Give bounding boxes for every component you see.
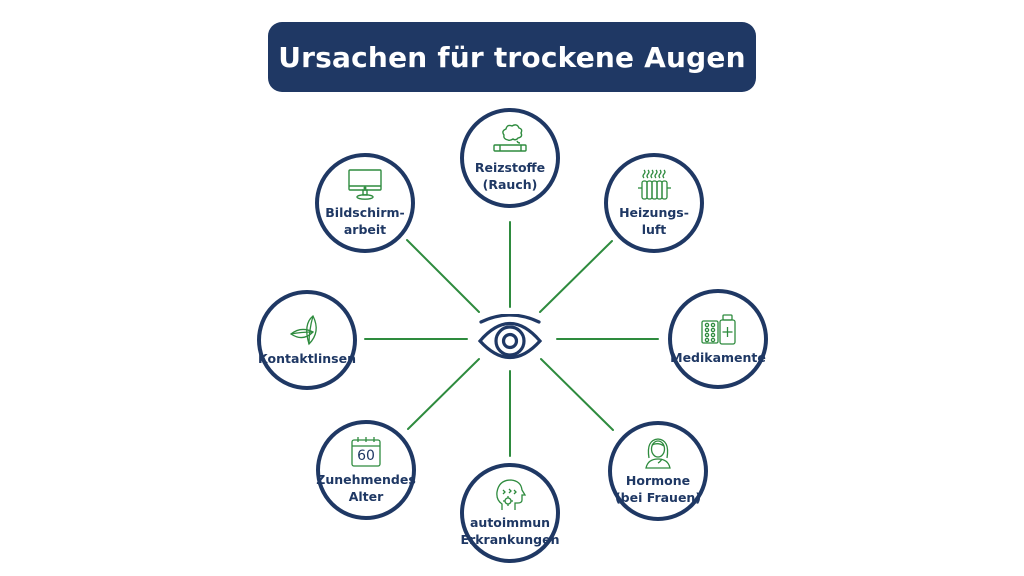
node-alter: 60 Zunehmendes Alter (316, 420, 416, 520)
node-label: Reizstoffe (Rauch) (474, 160, 546, 192)
node-reizstoffe: Reizstoffe (Rauch) (460, 108, 560, 208)
node-bildschirm: Bildschirm- arbeit (315, 153, 415, 253)
title-banner: Ursachen für trockene Augen (268, 22, 756, 92)
calendar-icon: 60 (346, 435, 386, 469)
monitor-icon (345, 168, 385, 202)
node-label: autoimmun Erkrankungen (460, 515, 560, 547)
woman-icon (638, 436, 678, 470)
node-label: Bildschirm- arbeit (325, 205, 405, 237)
page-title: Ursachen für trockene Augen (278, 40, 746, 74)
connector-top-left (406, 239, 480, 313)
node-label: Hormone (bei Frauen) (614, 473, 702, 505)
medication-icon (698, 313, 738, 347)
node-heizungsluft: Heizungs- luft (604, 153, 704, 253)
connector-bottom-left (407, 358, 480, 430)
node-hormone: Hormone (bei Frauen) (608, 421, 708, 521)
calendar-number: 60 (357, 448, 375, 464)
node-medikamente: Medikamente (668, 289, 768, 389)
eye-icon (477, 314, 543, 359)
node-autoimmun: autoimmun Erkrankungen (460, 463, 560, 563)
node-label: Zunehmendes Alter (316, 472, 416, 504)
cigarette-smoke-icon (490, 123, 530, 157)
connector-bottom-right (540, 358, 614, 431)
node-label: Medikamente (670, 349, 766, 365)
head-virus-icon (490, 478, 530, 512)
node-kontaktlinsen: Kontaktlinsen (257, 290, 357, 390)
node-label: Heizungs- luft (619, 205, 689, 237)
radiator-icon (634, 168, 674, 202)
contact-lens-icon (287, 314, 327, 348)
node-label: Kontaktlinsen (258, 350, 356, 366)
connector-top-right (539, 240, 613, 313)
